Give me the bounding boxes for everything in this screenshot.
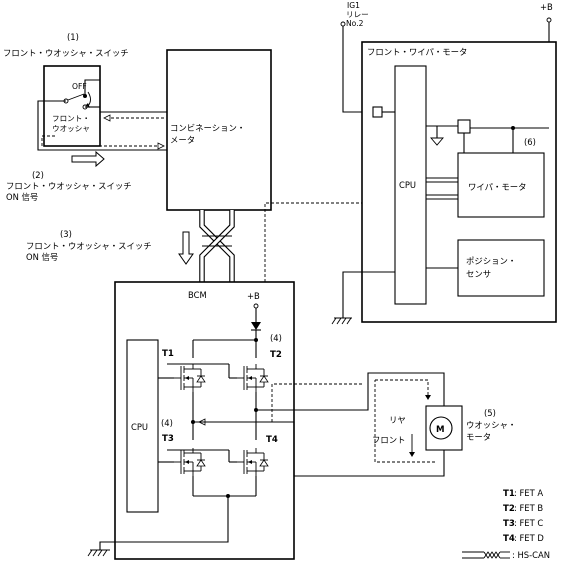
legend-key-1: T1	[503, 489, 515, 499]
washer-motor: M (5) ウオッシャ・ モータ	[425, 405, 516, 451]
signal-3-number: (3)	[60, 229, 72, 239]
rear-label: リヤ	[389, 415, 406, 425]
t3-label: T3	[162, 434, 174, 444]
bcm-module: BCM +B (4) CPU T1 T2 (4) T3 T4	[87, 281, 362, 560]
motor-cpu-label: CPU	[399, 180, 416, 190]
front-label: フロント	[372, 435, 406, 445]
motor-plus-b: +B	[540, 2, 553, 12]
can-legend-label: : HS-CAN	[512, 550, 550, 560]
legend: T1 : FET A T2 : FET B T3 : FET C T4 : FE…	[462, 488, 550, 560]
ig1-label: IG1	[347, 1, 360, 10]
signal-3-line-2: ON 信号	[26, 252, 58, 262]
signal-2-line-1: フロント・ウオッシャ・スイッチ	[6, 181, 132, 191]
signal-arrow-3	[178, 231, 194, 265]
bcm-cpu-label: CPU	[131, 422, 148, 432]
wiper-motor-title: フロント・ワイパ・モータ	[367, 47, 467, 57]
legend-val-2: : FET B	[514, 503, 543, 513]
number-6: (6)	[524, 137, 536, 147]
number-5: (5)	[484, 408, 496, 418]
legend-key-3: T3	[503, 519, 515, 529]
wiper-motor-label: ワイパ・モータ	[468, 182, 526, 192]
combination-meter: コンビネーション・ メータ	[166, 49, 272, 211]
t4-label: T4	[266, 435, 278, 445]
meter-label-2: メータ	[170, 135, 195, 145]
signal-2-line-2: ON 信号	[6, 192, 38, 202]
legend-key-4: T4	[503, 534, 515, 544]
switch-front-label-1: フロント・	[52, 114, 90, 123]
legend-val-4: : FET D	[514, 533, 544, 543]
switch-front-label-2: ウオッシャ	[52, 124, 90, 133]
meter-label-1: コンビネーション・	[170, 123, 245, 133]
signal-arrow-2	[71, 150, 105, 168]
switch-title: フロント・ウオッシャ・スイッチ	[3, 48, 129, 58]
relay-no-label: No.2	[346, 19, 364, 28]
signal-3-line-1: フロント・ウオッシャ・スイッチ	[26, 241, 152, 251]
t1-label: T1	[162, 349, 174, 359]
switch-off-label: OFF	[72, 82, 87, 91]
can-harness	[199, 210, 235, 282]
legend-val-1: : FET A	[514, 488, 543, 498]
relay-label: リレー	[346, 10, 369, 19]
signal-2-number: (2)	[32, 170, 44, 180]
number-4-top: (4)	[270, 333, 282, 343]
bcm-label: BCM	[188, 290, 207, 300]
legend-key-2: T2	[503, 504, 515, 514]
front-wiper-motor: フロント・ワイパ・モータ CPU (6) ワイパ・モータ ポジション・ センサ	[331, 41, 557, 325]
washer-motor-label-2: モータ	[466, 432, 491, 442]
t2-label: T2	[270, 350, 282, 360]
bcm-plus-b: +B	[247, 291, 260, 301]
can-legend-symbol	[462, 551, 510, 559]
number-4-left: (4)	[161, 418, 173, 428]
position-sensor-label-2: センサ	[466, 269, 491, 279]
legend-val-3: : FET C	[514, 518, 543, 528]
position-sensor-label-1: ポジション・	[466, 256, 516, 266]
switch-number: (1)	[67, 32, 79, 42]
washer-motor-label-1: ウオッシャ・	[466, 420, 516, 430]
motor-m-label: M	[436, 425, 445, 435]
washer-switch[interactable]: OFF フロント・ ウオッシャ	[43, 65, 101, 147]
